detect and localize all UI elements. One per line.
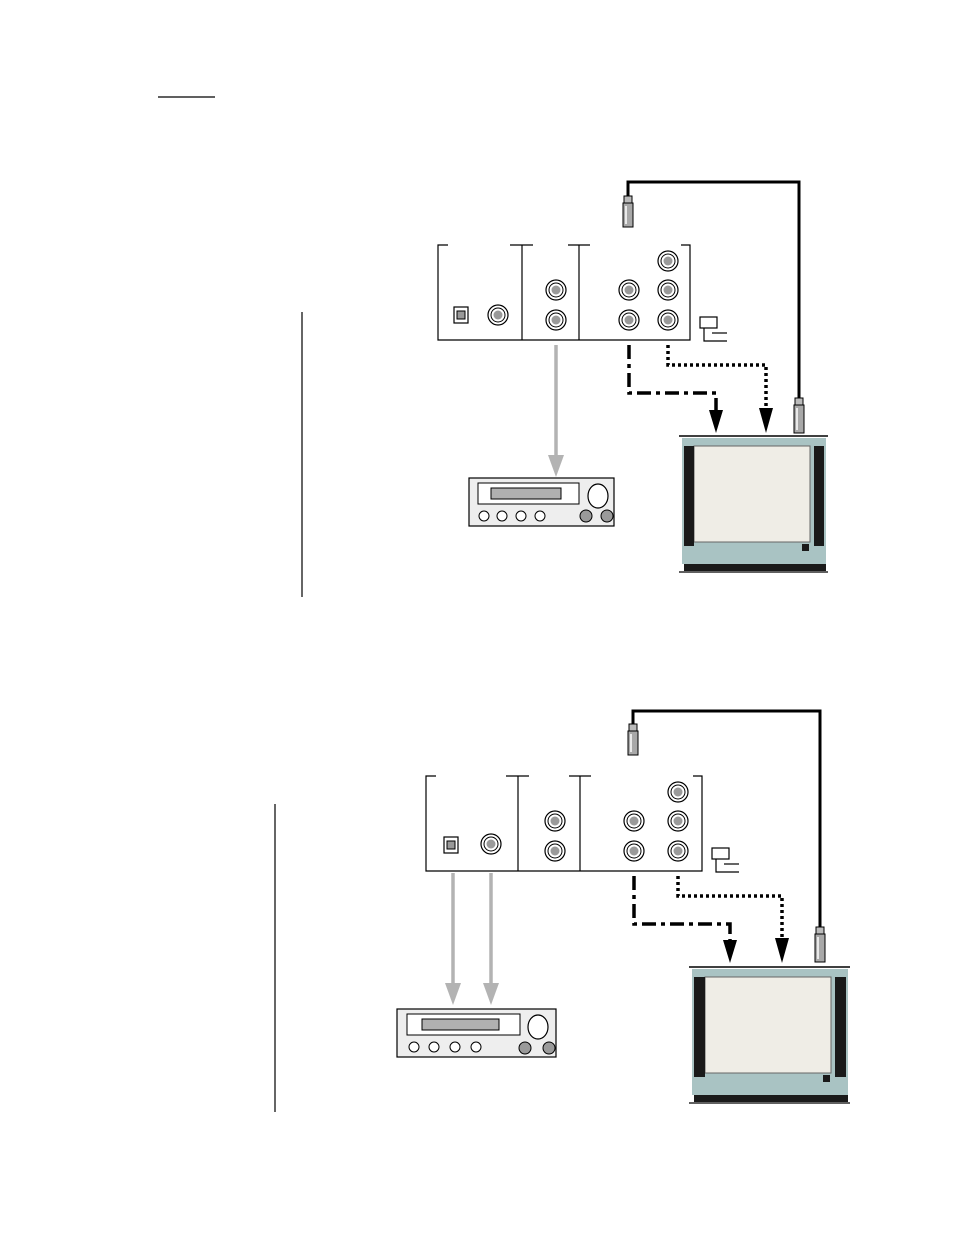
rca-jack-icon xyxy=(544,810,566,832)
down-arrow-icon xyxy=(445,983,461,1005)
down-arrow-icon xyxy=(775,938,789,963)
rca-jack-icon xyxy=(657,250,679,272)
connection-diagram-2 xyxy=(274,709,850,1112)
rca-jack-icon xyxy=(544,840,566,862)
video-cable xyxy=(632,876,732,942)
down-arrow-icon xyxy=(723,940,737,963)
coax-plug-icon xyxy=(793,397,805,434)
optical-port-icon xyxy=(443,836,459,854)
rca-jack-icon xyxy=(623,810,645,832)
down-arrow-icon xyxy=(483,983,499,1005)
video-cable xyxy=(627,345,718,412)
audio-receiver-icon xyxy=(468,477,615,527)
rca-jack-icon xyxy=(657,279,679,301)
switch-symbol xyxy=(699,316,727,342)
rca-jack-icon xyxy=(657,309,679,331)
television-icon xyxy=(689,966,850,1104)
rf-cable xyxy=(626,180,801,403)
connection-diagram-1 xyxy=(301,180,828,597)
rca-jack-icon xyxy=(667,840,689,862)
rca-jack-icon xyxy=(618,279,640,301)
switch-symbol xyxy=(711,847,739,873)
rca-jack-icon xyxy=(545,279,567,301)
rca-jack-icon xyxy=(545,309,567,331)
down-arrow-icon xyxy=(709,410,723,433)
coax-plug-icon xyxy=(814,926,826,963)
svideo-cable xyxy=(676,876,784,940)
rca-jack-icon xyxy=(480,833,502,855)
player-back-panel-icon xyxy=(425,775,703,872)
down-arrow-icon xyxy=(548,455,564,477)
optical-port-icon xyxy=(453,306,469,324)
rf-cable xyxy=(631,709,822,932)
television-icon xyxy=(679,435,828,573)
player-back-panel-icon xyxy=(437,244,691,341)
coax-plug-icon xyxy=(627,723,639,756)
down-arrow-icon xyxy=(759,408,773,433)
audio-receiver-icon xyxy=(396,1008,557,1058)
rca-jack-icon xyxy=(618,309,640,331)
coax-plug-icon xyxy=(622,195,634,228)
rca-jack-icon xyxy=(487,304,509,326)
rca-jack-icon xyxy=(667,810,689,832)
rca-jack-icon xyxy=(623,840,645,862)
rca-jack-icon xyxy=(667,781,689,803)
svideo-cable xyxy=(666,345,768,410)
